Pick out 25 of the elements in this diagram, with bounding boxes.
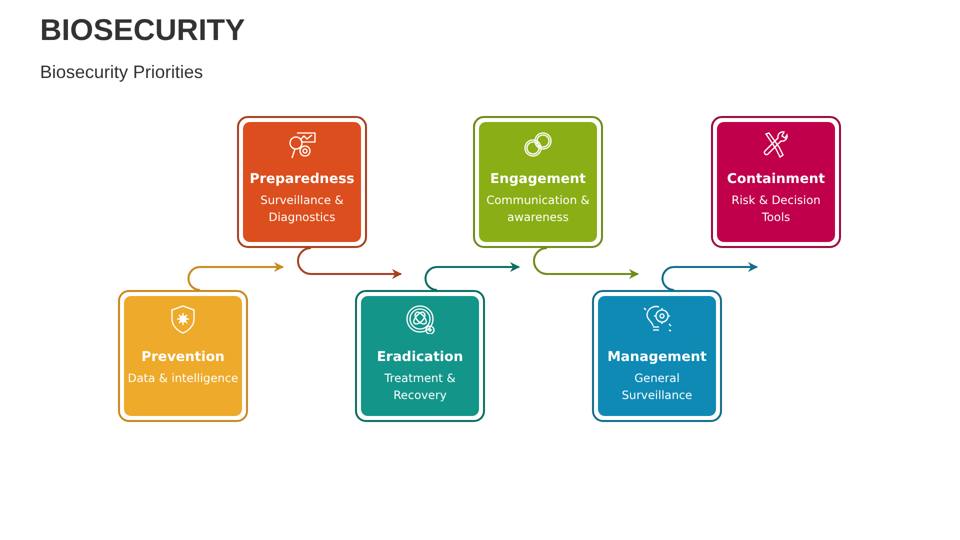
arrow [297,247,402,279]
step-description: Surveillance & Diagnostics [259,192,345,226]
arrow [533,247,639,279]
arrow [424,262,520,291]
arrow [188,262,284,291]
step-card [711,116,841,248]
step-card [355,290,485,422]
arrow [662,262,758,291]
step-heading: Preparedness [248,171,356,187]
step-description: Data & intelligence [126,370,240,387]
step-heading: Eradication [376,349,464,365]
step-heading: Containment [726,171,826,187]
subtitle: Biosecurity Priorities [40,62,204,83]
step-card [473,116,603,248]
step-heading: Management [606,349,708,365]
step-description: Treatment & Recovery [383,370,457,404]
step-description: General Surveillance [620,370,694,404]
step-card [118,290,248,422]
step-card [592,290,722,422]
step-card [237,116,367,248]
title: BIOSECURITY [40,14,246,48]
step-description: Risk & Decision Tools [730,192,822,226]
step-description: Communication & awareness [485,192,591,226]
step-heading: Prevention [140,349,226,365]
step-heading: Engagement [489,171,587,187]
